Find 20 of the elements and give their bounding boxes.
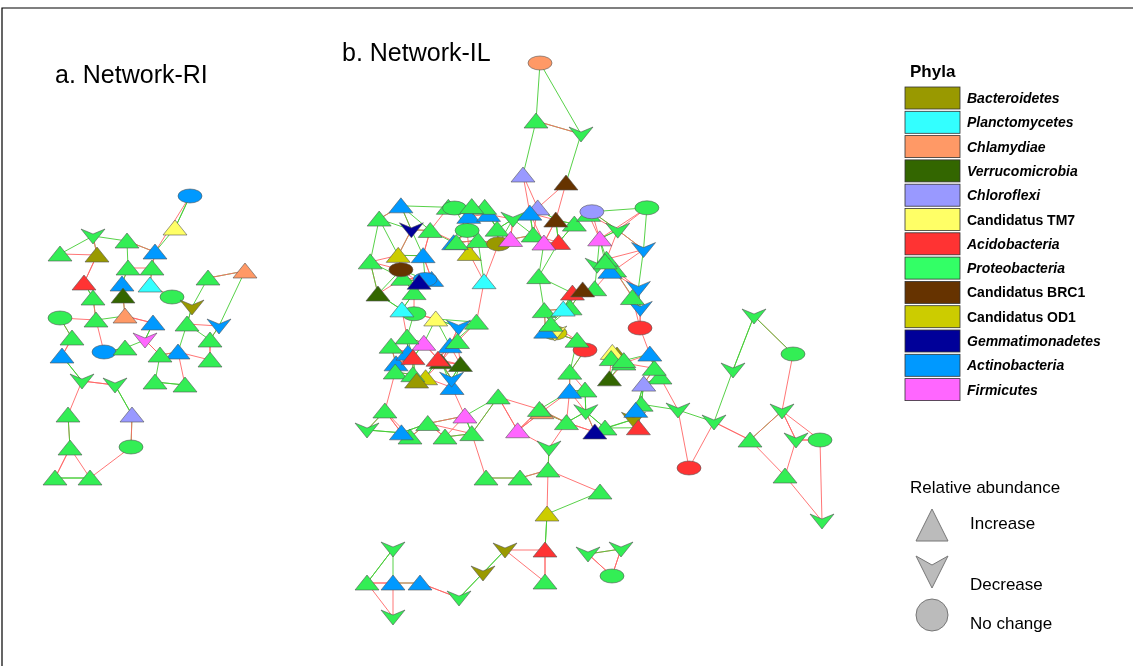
legend-label: Candidatus BRC1 — [967, 284, 1086, 301]
legend-label: Actinobacteria — [967, 357, 1065, 374]
legend-title: Phyla — [910, 62, 956, 82]
legend-label: Candidatus OD1 — [967, 308, 1076, 325]
legend-label: Acidobacteria — [967, 235, 1060, 252]
legend-label: Decrease — [970, 575, 1043, 595]
legend-label: Gemmatimonadetes — [967, 333, 1101, 349]
legend-label: Verrucomicrobia — [967, 162, 1078, 179]
legend-label: Bacteroidetes — [967, 90, 1060, 106]
legend-label: Firmicutes — [967, 381, 1038, 398]
legend-title: Relative abundance — [910, 478, 1061, 498]
panel-title: a. Network-RI — [55, 60, 208, 89]
legend-label: No change — [970, 614, 1053, 634]
legend-label: Chloroflexi — [967, 187, 1041, 204]
panel-title: b. Network-IL — [342, 38, 491, 67]
legend-label: Candidatus TM7 — [967, 211, 1076, 228]
legend-label: Chlamydiae — [967, 138, 1046, 155]
legend-label: Proteobacteria — [967, 260, 1066, 277]
legend-label: Increase — [970, 514, 1036, 534]
legend-label: Planctomycetes — [967, 114, 1074, 131]
